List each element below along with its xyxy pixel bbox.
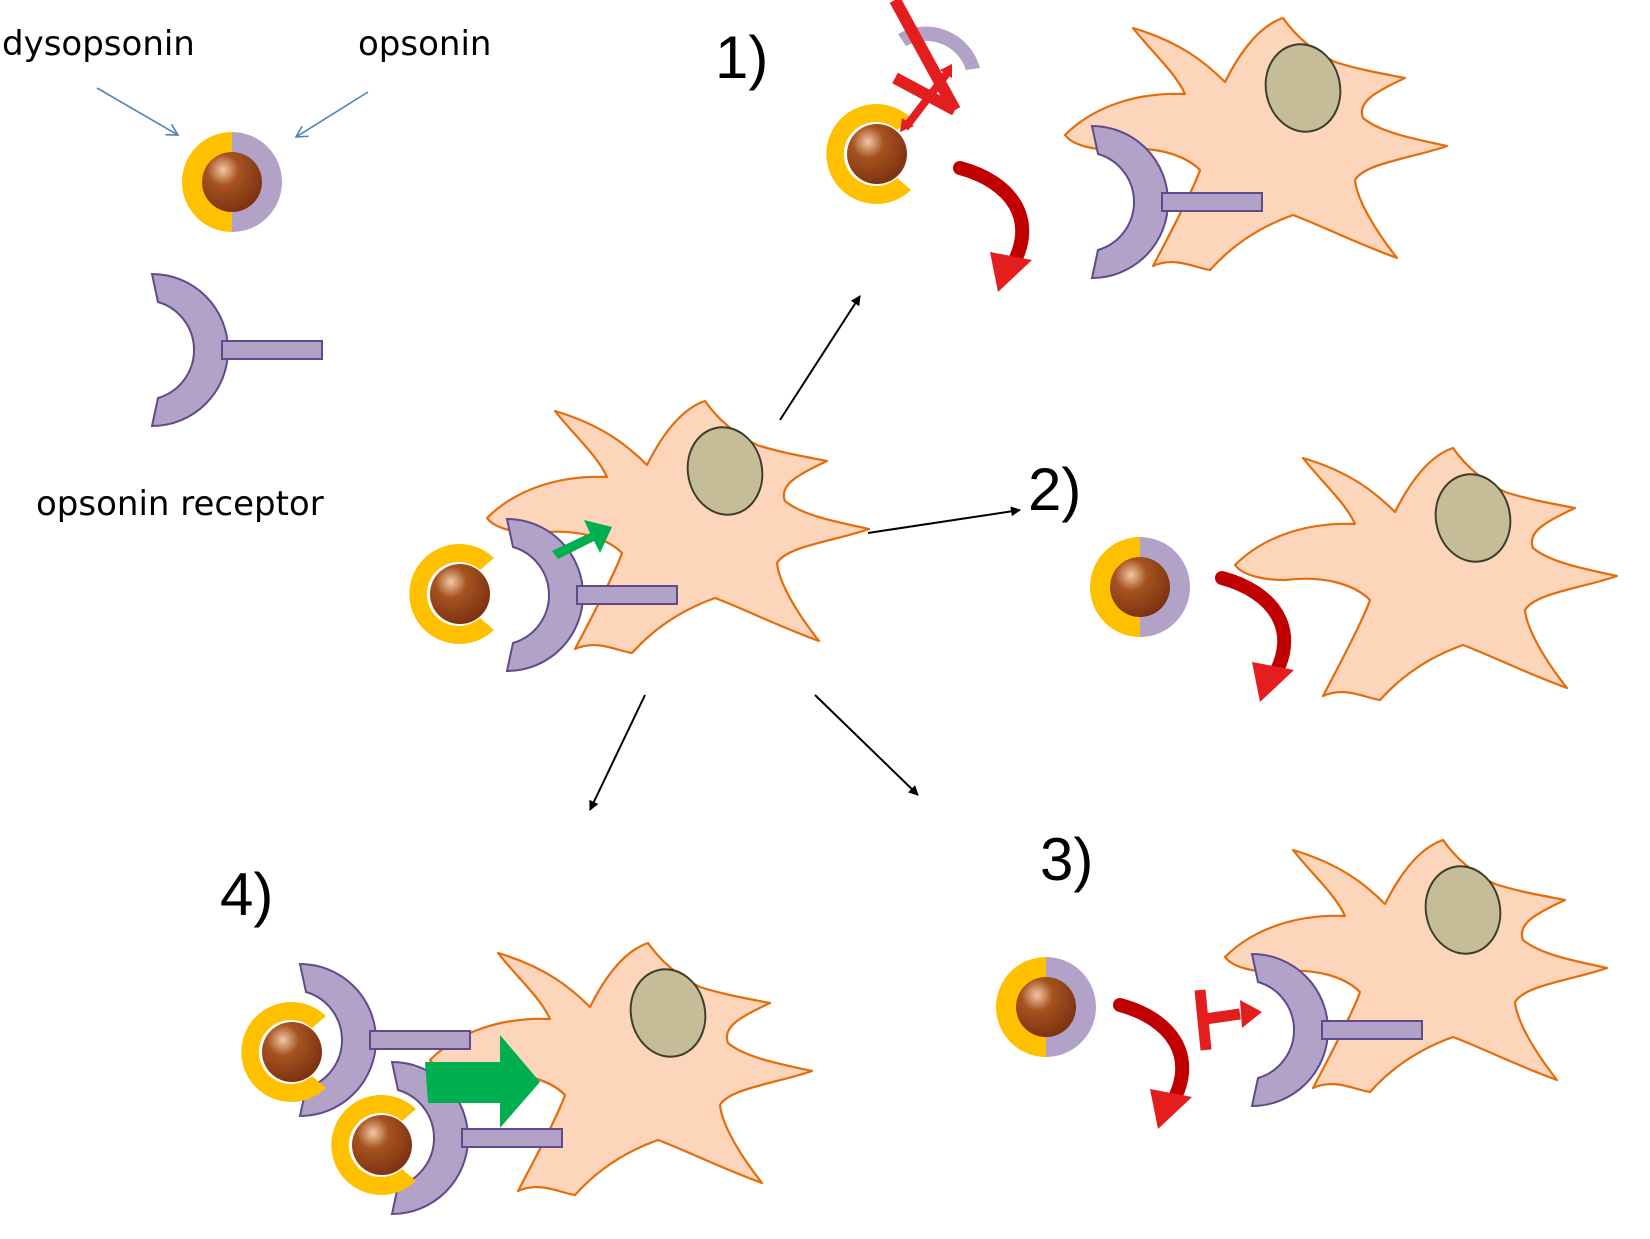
legend-receptor-icon — [151, 273, 323, 427]
scenario-2: 2) — [1028, 446, 1619, 702]
scenario-1: 1) — [715, 0, 1449, 292]
center-cell-group — [409, 399, 871, 672]
arrow-to-1 — [779, 295, 861, 421]
particle-icon — [1090, 537, 1190, 637]
opsonin-label: opsonin — [358, 24, 491, 64]
curved-arrow-icon — [960, 168, 1032, 292]
opsonin-receptor-label: opsonin receptor — [36, 484, 324, 524]
particle-icon — [409, 544, 494, 644]
dysopsonin-label: dysopsonin — [2, 24, 195, 64]
uptake-arrow-icon — [552, 520, 612, 559]
scenario-3: 3) — [996, 826, 1609, 1129]
arrow-to-3 — [814, 694, 919, 796]
arrow-to-2 — [867, 506, 1021, 534]
scenario-4: 4) — [220, 861, 814, 1215]
scenario-number: 4) — [220, 861, 273, 928]
legend-particle-icon — [182, 132, 282, 232]
scenario-number: 3) — [1040, 826, 1093, 893]
inhibit-bar-icon — [1194, 989, 1262, 1051]
curved-arrow-icon — [1120, 1005, 1192, 1129]
legend: dysopsonin opsonin opsonin receptor — [2, 24, 491, 524]
scenario-number: 1) — [715, 24, 768, 91]
block-x-icon — [889, 0, 961, 132]
dysopsonin-pointer — [96, 87, 180, 136]
curved-arrow-icon — [1222, 578, 1294, 702]
scenario-number: 2) — [1028, 456, 1081, 523]
macrophage-cell-icon — [1233, 446, 1619, 702]
opsonin-pointer — [294, 91, 369, 138]
particle-icon — [241, 1002, 326, 1102]
particle-icon — [826, 104, 911, 204]
uptake-arrow-icon — [425, 1035, 540, 1128]
arrow-to-4 — [589, 694, 646, 811]
particle-icon — [996, 957, 1096, 1057]
particle-icon — [331, 1095, 416, 1195]
pathway-arrows — [589, 295, 1021, 811]
